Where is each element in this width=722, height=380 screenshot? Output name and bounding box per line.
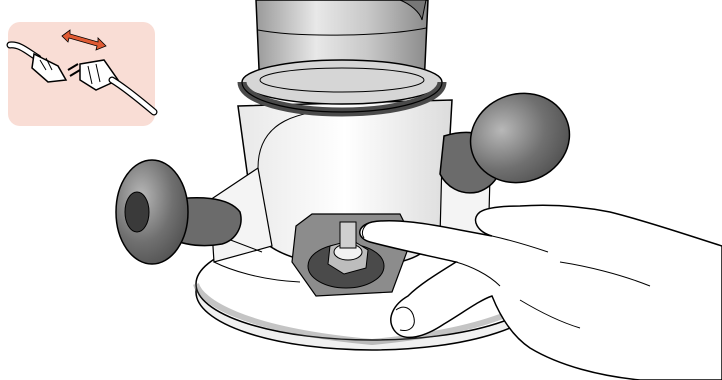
router-motor <box>242 0 442 112</box>
hand-pressing-spindle-lock <box>360 205 722 380</box>
unplug-callout <box>8 22 155 126</box>
right-handle-knob <box>440 81 581 196</box>
